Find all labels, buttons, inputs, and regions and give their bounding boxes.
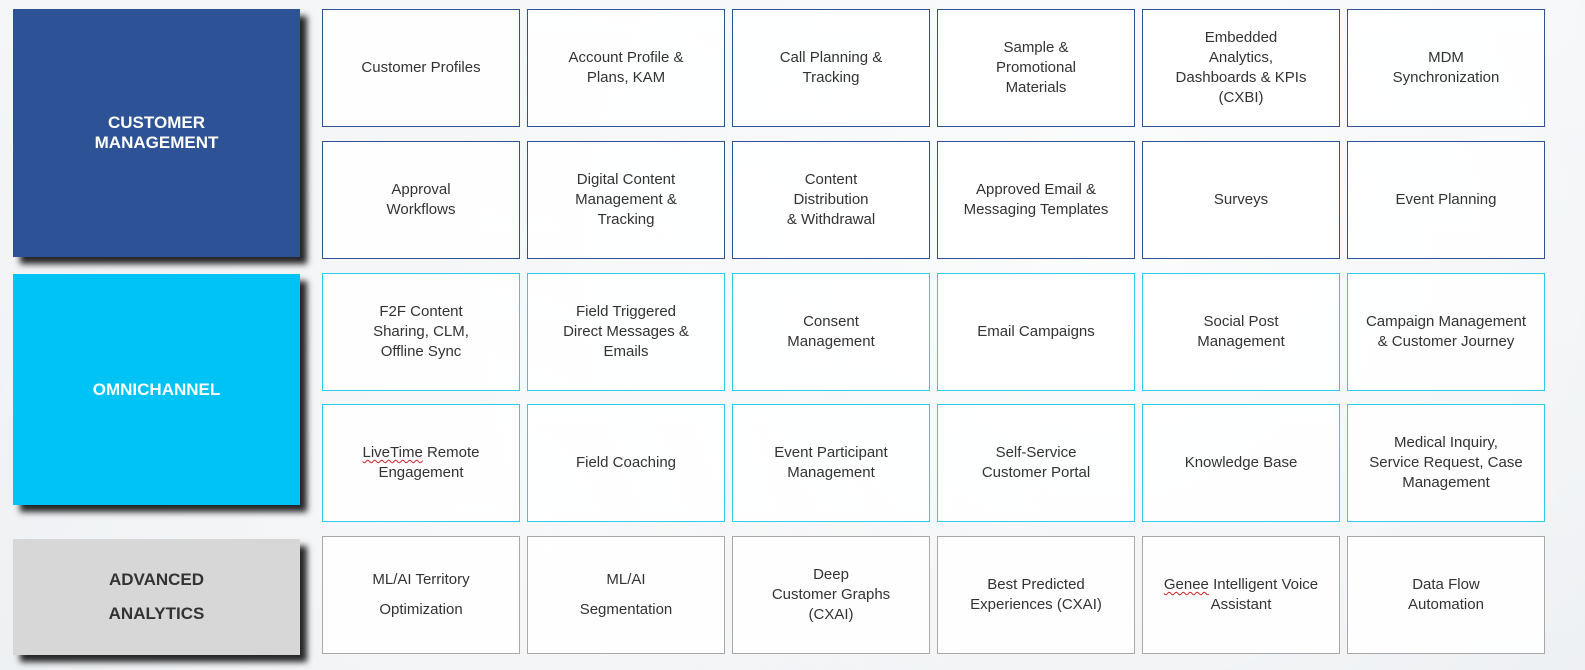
capability-cell: Embedded Analytics, Dashboards & KPIs (C… <box>1142 9 1340 127</box>
capability-label: F2F Content Sharing, CLM, Offline Sync <box>373 303 469 360</box>
grid-row-omnichannel-2: LiveTime Remote Engagement Field Coachin… <box>322 404 1545 522</box>
spellcheck-word: Genee <box>1163 576 1209 593</box>
capability-label: Campaign Management & Customer Journey <box>1365 313 1527 350</box>
category-label: OMNICHANNEL <box>92 379 221 399</box>
capability-cell: Knowledge Base <box>1142 404 1340 522</box>
grid-row-omnichannel-1: F2F Content Sharing, CLM, Offline Sync F… <box>322 273 1545 391</box>
capability-cell: ML/AI Segmentation <box>527 536 725 654</box>
category-customer-management: CUSTOMER MANAGEMENT <box>13 9 300 257</box>
capability-label: Consent Management <box>787 313 875 350</box>
capability-label: Event Planning <box>1395 191 1497 208</box>
capability-cell: Field Coaching <box>527 404 725 522</box>
capability-cell: Data Flow Automation <box>1347 536 1545 654</box>
capability-label: Medical Inquiry, Service Request, Case M… <box>1369 434 1523 491</box>
capability-cell: Social Post Management <box>1142 273 1340 391</box>
capability-cell: Approved Email & Messaging Templates <box>937 141 1135 259</box>
capability-cell: Best Predicted Experiences (CXAI) <box>937 536 1135 654</box>
capability-label: Approved Email & Messaging Templates <box>963 181 1109 218</box>
capability-label: Account Profile & Plans, KAM <box>568 49 684 86</box>
spellcheck-word: LiveTime <box>362 444 423 461</box>
capability-cell: Deep Customer Graphs (CXAI) <box>732 536 930 654</box>
capability-cell: ML/AI Territory Optimization <box>322 536 520 654</box>
capability-cell: MDM Synchronization <box>1347 9 1545 127</box>
capability-cell: Account Profile & Plans, KAM <box>527 9 725 127</box>
capability-label: Embedded Analytics, Dashboards & KPIs (C… <box>1175 29 1307 106</box>
capability-cell: Consent Management <box>732 273 930 391</box>
capability-cell: LiveTime Remote Engagement <box>322 404 520 522</box>
capability-label: Digital Content Management & Tracking <box>575 171 677 228</box>
capability-label-rest: Remote Engagement <box>378 444 480 481</box>
capability-label: Surveys <box>1213 191 1269 208</box>
category-advanced-analytics: ADVANCED ANALYTICS <box>13 539 300 655</box>
capability-cell: Medical Inquiry, Service Request, Case M… <box>1347 404 1545 522</box>
capability-label: Deep Customer Graphs (CXAI) <box>771 566 891 623</box>
capability-label: Email Campaigns <box>977 323 1095 340</box>
capability-cell: Surveys <box>1142 141 1340 259</box>
capability-cell: Email Campaigns <box>937 273 1135 391</box>
capability-label: Call Planning & Tracking <box>779 49 883 86</box>
grid-row-customer-1: Customer Profiles Account Profile & Plan… <box>322 9 1545 127</box>
capability-label: Event Participant Management <box>774 444 888 481</box>
capability-cell: Field Triggered Direct Messages & Emails <box>527 273 725 391</box>
capability-cell: Event Participant Management <box>732 404 930 522</box>
capability-cell: Customer Profiles <box>322 9 520 127</box>
capability-label: Sample & Promotional Materials <box>995 39 1077 96</box>
capability-label: ML/AI Territory Optimization <box>372 571 470 618</box>
capability-label: MDM Synchronization <box>1392 49 1500 86</box>
grid-row-analytics: ML/AI Territory Optimization ML/AI Segme… <box>322 536 1545 654</box>
capability-cell: Self-Service Customer Portal <box>937 404 1135 522</box>
capability-cell: Event Planning <box>1347 141 1545 259</box>
capability-label: Field Triggered Direct Messages & Emails <box>563 303 689 360</box>
capability-label: Data Flow Automation <box>1408 576 1484 613</box>
capability-label: Approval Workflows <box>386 181 456 218</box>
capability-cell: Sample & Promotional Materials <box>937 9 1135 127</box>
capability-label: Self-Service Customer Portal <box>981 444 1091 481</box>
capability-cell: Call Planning & Tracking <box>732 9 930 127</box>
category-omnichannel: OMNICHANNEL <box>13 274 300 505</box>
category-label: ADVANCED ANALYTICS <box>108 570 205 623</box>
capability-label: Field Coaching <box>575 454 677 471</box>
capability-label: Knowledge Base <box>1184 454 1298 471</box>
capability-label: Content Distribution & Withdrawal <box>786 171 876 228</box>
capability-cell: Content Distribution & Withdrawal <box>732 141 930 259</box>
capability-cell: Campaign Management & Customer Journey <box>1347 273 1545 391</box>
capability-label: Customer Profiles <box>361 59 481 76</box>
capability-cell: Genee Intelligent Voice Assistant <box>1142 536 1340 654</box>
capability-cell: Digital Content Management & Tracking <box>527 141 725 259</box>
capability-label: LiveTime Remote Engagement <box>363 443 480 483</box>
capability-label: Best Predicted Experiences (CXAI) <box>970 576 1102 613</box>
capability-label: Genee Intelligent Voice Assistant <box>1164 575 1318 615</box>
capability-label: Social Post Management <box>1197 313 1285 350</box>
grid-row-customer-2: Approval Workflows Digital Content Manag… <box>322 141 1545 259</box>
capability-cell: F2F Content Sharing, CLM, Offline Sync <box>322 273 520 391</box>
category-label: CUSTOMER MANAGEMENT <box>94 113 219 152</box>
capability-label: ML/AI Segmentation <box>579 571 673 618</box>
capability-cell: Approval Workflows <box>322 141 520 259</box>
capability-label-rest: Intelligent Voice Assistant <box>1210 576 1319 613</box>
